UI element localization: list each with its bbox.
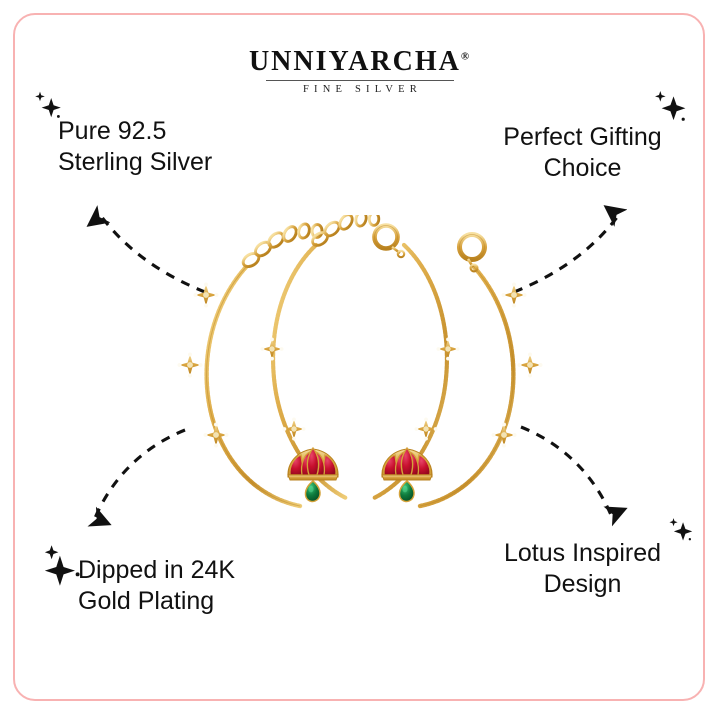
sparkle-icon bbox=[648, 84, 692, 128]
brand-tagline: FINE SILVER bbox=[303, 84, 422, 95]
spring-ring-clasp bbox=[372, 223, 406, 259]
sparkle-icon bbox=[36, 540, 88, 592]
spring-ring-clasp bbox=[457, 232, 487, 273]
lotus-pendant bbox=[381, 446, 433, 503]
extender-chain-left bbox=[241, 222, 324, 268]
brand-divider bbox=[266, 80, 454, 81]
registered-trademark-icon: ® bbox=[460, 50, 472, 63]
starburst-charm bbox=[491, 282, 543, 448]
callout-gold-plating: Dipped in 24K Gold Plating bbox=[78, 556, 236, 615]
brand-name-text: UNNIYARCHA bbox=[248, 46, 461, 77]
starburst-charm bbox=[177, 282, 229, 448]
starburst-charm bbox=[260, 337, 306, 441]
starburst-charm bbox=[414, 337, 460, 441]
sparkle-icon bbox=[664, 512, 698, 546]
anklet-left bbox=[177, 222, 324, 509]
callout-pure-sterling-silver: Pure 92.5 Sterling Silver bbox=[58, 117, 213, 176]
callout-perfect-gifting-choice: Perfect Gifting Choice bbox=[503, 123, 662, 182]
brand-name: UNNIYARCHA® bbox=[249, 48, 471, 76]
anklet-right bbox=[417, 232, 543, 509]
sparkle-icon bbox=[28, 86, 68, 126]
callout-lotus-inspired-design: Lotus Inspired Design bbox=[503, 539, 662, 598]
lotus-pendant bbox=[287, 446, 339, 503]
product-image-anklet-pair bbox=[150, 210, 570, 525]
brand-logo: UNNIYARCHA® FINE SILVER bbox=[0, 48, 720, 96]
extender-chain-inner bbox=[311, 210, 381, 247]
